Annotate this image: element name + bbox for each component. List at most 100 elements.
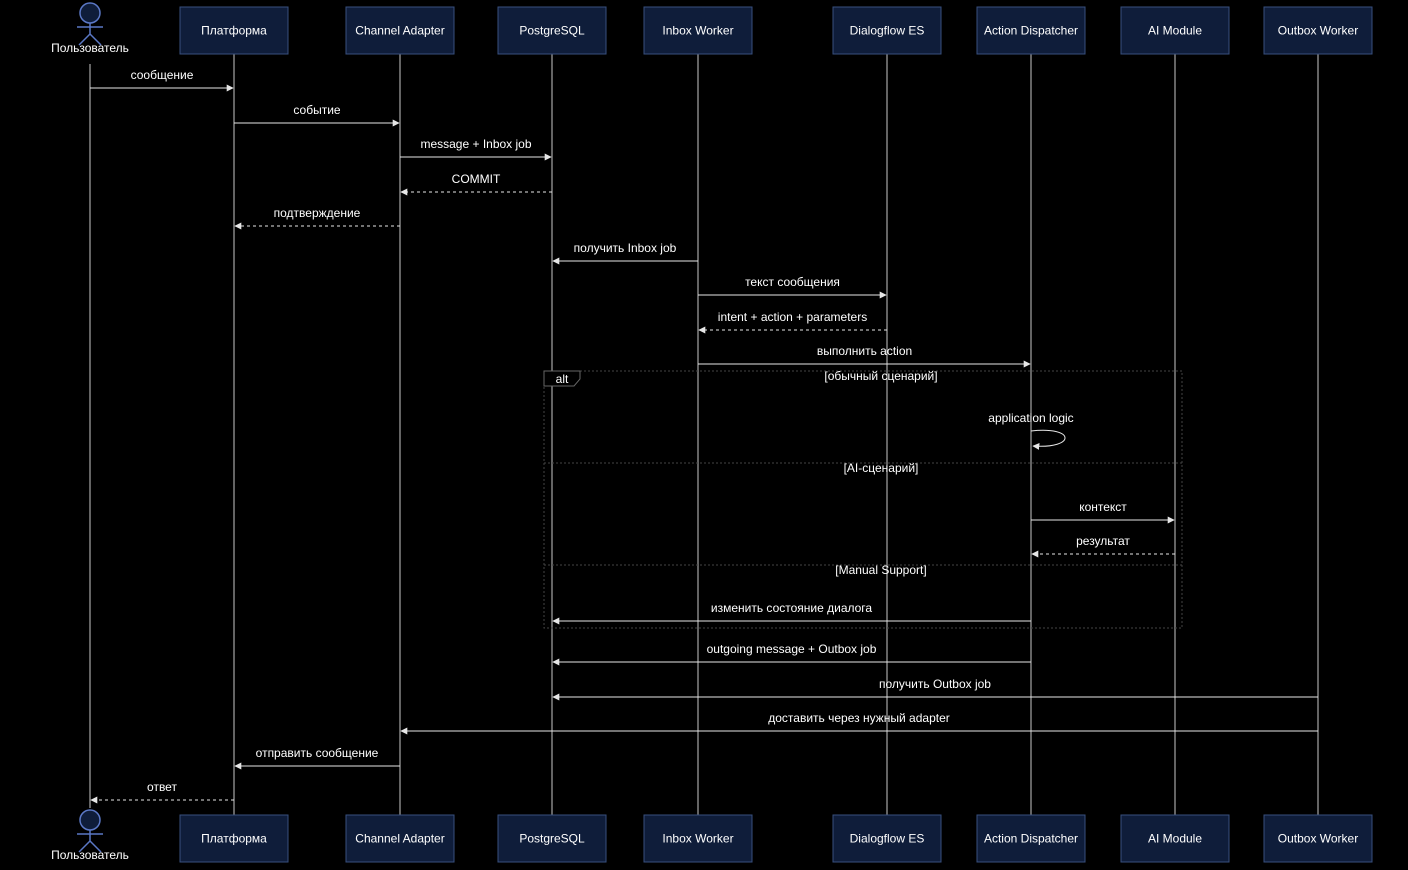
message-10: application logic [988, 411, 1074, 450]
participant-label: Outbox Worker [1278, 832, 1358, 846]
participant-label: Платформа [201, 24, 267, 38]
message-16: доставить через нужный adapter [400, 711, 1318, 735]
participant-label: Channel Adapter [355, 832, 444, 846]
message-label: текст сообщения [745, 275, 840, 289]
alt-section-label: [AI-сценарий] [844, 461, 919, 475]
participant-box [976, 814, 1086, 863]
participant-label: Inbox Worker [662, 24, 733, 38]
message-1: сообщение [90, 68, 234, 92]
participant-label: Платформа [201, 832, 267, 846]
participant-box [832, 6, 942, 55]
alt-section-label: [обычный сценарий] [824, 369, 937, 383]
participant-outbox-top: Outbox Worker [1263, 6, 1373, 55]
participant-inbox-top: Inbox Worker [643, 6, 753, 55]
message-17: отправить сообщение [234, 746, 400, 770]
participant-ai-bottom: AI Module [1120, 814, 1230, 863]
participant-df-top: Dialogflow ES [832, 6, 942, 55]
message-8: intent + action + parameters [698, 310, 887, 334]
message-label: изменить состояние диалога [711, 601, 873, 615]
actor-head-icon [79, 809, 101, 831]
message-6: получить Inbox job [552, 241, 698, 265]
message-13: изменить состояние диалога [552, 601, 1031, 625]
participant-box [179, 814, 289, 863]
participant-label: Action Dispatcher [984, 832, 1078, 846]
participant-box [345, 814, 455, 863]
participant-box [497, 814, 607, 863]
participant-box [643, 814, 753, 863]
message-label: контекст [1079, 500, 1127, 514]
actor-user-bottom: Пользователь [51, 809, 129, 862]
participant-box [976, 6, 1086, 55]
alt-section-label: [Manual Support] [835, 563, 926, 577]
participant-box [345, 6, 455, 55]
participant-box [179, 6, 289, 55]
participant-label: Dialogflow ES [850, 832, 925, 846]
actor-user-top: Пользователь [51, 2, 129, 55]
message-label: доставить через нужный adapter [768, 711, 950, 725]
participant-label: Outbox Worker [1278, 24, 1358, 38]
participant-box [1120, 814, 1230, 863]
message-label: ответ [147, 780, 177, 794]
participant-box [1263, 6, 1373, 55]
participant-box [1120, 6, 1230, 55]
participant-platform-top: Платформа [179, 6, 289, 55]
message-11: контекст [1031, 500, 1175, 524]
message-7: текст сообщения [698, 275, 887, 299]
participant-outbox-bottom: Outbox Worker [1263, 814, 1373, 863]
participant-box [832, 814, 942, 863]
participant-box [643, 6, 753, 55]
participant-box [1263, 814, 1373, 863]
participant-label: Пользователь [51, 848, 129, 862]
alt-keyword-tab [543, 370, 581, 387]
participant-platform-bottom: Платформа [179, 814, 289, 863]
participant-adapter-bottom: Channel Adapter [345, 814, 455, 863]
message-label: подтверждение [274, 206, 361, 220]
participant-dispatcher-top: Action Dispatcher [976, 6, 1086, 55]
participant-pg-bottom: PostgreSQL [497, 814, 607, 863]
message-3: message + Inbox job [400, 137, 552, 161]
message-label: outgoing message + Outbox job [707, 642, 877, 656]
actor-body-icon [77, 830, 103, 853]
participant-label: Action Dispatcher [984, 24, 1078, 38]
participant-ai-top: AI Module [1120, 6, 1230, 55]
message-15: получить Outbox job [552, 677, 1318, 701]
message-label: событие [293, 103, 341, 117]
message-arrow [1030, 429, 1066, 450]
participant-label: Channel Adapter [355, 24, 444, 38]
participant-box [497, 6, 607, 55]
participant-pg-top: PostgreSQL [497, 6, 607, 55]
participant-label: PostgreSQL [519, 832, 585, 846]
message-14: outgoing message + Outbox job [552, 642, 1031, 666]
message-label: отправить сообщение [256, 746, 379, 760]
participant-label: AI Module [1148, 24, 1202, 38]
participant-label: PostgreSQL [519, 24, 585, 38]
message-18: ответ [90, 780, 234, 804]
participant-df-bottom: Dialogflow ES [832, 814, 942, 863]
participant-label: Inbox Worker [662, 832, 733, 846]
message-5: подтверждение [234, 206, 400, 230]
message-label: сообщение [131, 68, 194, 82]
message-12: результат [1031, 534, 1175, 558]
participant-label: Dialogflow ES [850, 24, 925, 38]
message-label: результат [1076, 534, 1130, 548]
actor-body-icon [77, 23, 103, 46]
alt-keyword: alt [556, 372, 569, 386]
message-label: application logic [988, 411, 1073, 425]
message-4: COMMIT [400, 172, 552, 196]
alt-frame [543, 370, 1183, 629]
participant-adapter-top: Channel Adapter [345, 6, 455, 55]
participant-inbox-bottom: Inbox Worker [643, 814, 753, 863]
message-label: выполнить action [817, 344, 912, 358]
participant-dispatcher-bottom: Action Dispatcher [976, 814, 1086, 863]
message-2: событие [234, 103, 400, 127]
actor-head-icon [79, 2, 101, 24]
message-label: intent + action + parameters [718, 310, 867, 324]
participant-label: AI Module [1148, 832, 1202, 846]
message-label: получить Inbox job [574, 241, 677, 255]
message-label: message + Inbox job [420, 137, 531, 151]
message-9: выполнить action [698, 344, 1031, 368]
message-label: COMMIT [452, 172, 501, 186]
participant-label: Пользователь [51, 41, 129, 55]
message-label: получить Outbox job [879, 677, 991, 691]
